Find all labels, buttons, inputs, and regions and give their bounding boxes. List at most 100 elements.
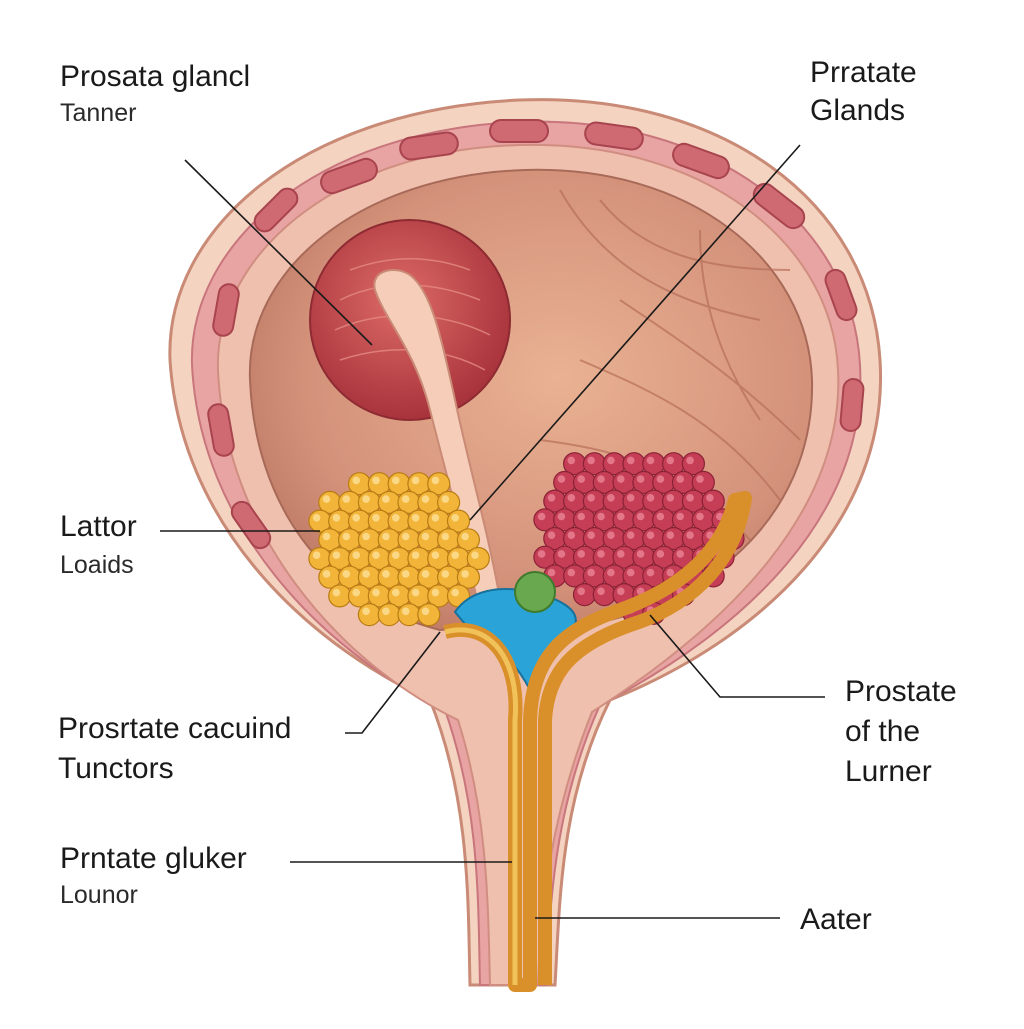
red-cluster [533, 452, 745, 625]
muscle-bundle [207, 403, 235, 457]
cluster-highlight [312, 551, 321, 559]
label-bottom-right: Aater [800, 903, 872, 936]
cluster-highlight [537, 512, 546, 521]
cluster-highlight [617, 550, 625, 558]
cluster-highlight [617, 512, 625, 521]
cluster-highlight [656, 475, 665, 483]
cluster-highlight [646, 456, 655, 465]
cluster-highlight [607, 494, 615, 502]
cluster-highlight [547, 494, 556, 502]
cluster-highlight [686, 531, 694, 539]
cluster-highlight [676, 475, 684, 483]
cluster-highlight [646, 531, 655, 539]
cluster-highlight [372, 588, 380, 597]
muscle-bundles [207, 119, 865, 550]
cluster-highlight [626, 456, 635, 465]
green-nodule [514, 571, 556, 613]
cluster-highlight [547, 531, 556, 539]
cluster-highlight [322, 532, 331, 541]
cluster-lobule [572, 582, 597, 607]
label-top-right-line1: Prratate [810, 56, 917, 89]
cluster-highlight [352, 514, 361, 522]
cluster-highlight [322, 495, 331, 503]
muscle-bundle [489, 119, 549, 143]
cluster-lobule [328, 584, 352, 608]
label-right-line3: Lurner [845, 755, 932, 788]
cluster-highlight [626, 494, 635, 502]
label-mid-left-line2: Loaids [60, 551, 134, 579]
cluster-highlight [362, 607, 370, 616]
cluster-highlight [587, 568, 595, 577]
cluster-highlight [577, 550, 585, 558]
cluster-lobule [377, 602, 401, 627]
cluster-highlight [411, 514, 420, 522]
cluster-highlight [537, 550, 546, 558]
cluster-highlight [607, 456, 615, 465]
cluster-highlight [577, 587, 585, 596]
cluster-highlight [372, 551, 380, 559]
cluster-highlight [352, 588, 361, 597]
cluster-highlight [392, 551, 400, 559]
cluster-highlight [451, 551, 460, 559]
cluster-highlight [686, 456, 694, 465]
cluster-highlight [431, 514, 440, 522]
cluster-highlight [597, 587, 605, 596]
cluster-highlight [441, 532, 450, 541]
cluster-highlight [431, 551, 440, 559]
cluster-highlight [332, 588, 341, 597]
muscle-bundle [584, 121, 644, 151]
cluster-lobule [592, 582, 616, 607]
yellow-cluster [308, 472, 490, 627]
cluster-highlight [587, 531, 595, 539]
cluster-highlight [607, 568, 615, 577]
cluster-highlight [451, 588, 460, 597]
cluster-highlight [626, 568, 635, 577]
cluster-highlight [577, 475, 585, 483]
cluster-highlight [696, 512, 704, 521]
muscle-bundle [672, 142, 730, 180]
cluster-highlight [342, 570, 351, 578]
cluster-highlight [362, 495, 370, 503]
cluster-highlight [567, 531, 576, 539]
cluster-highlight [401, 495, 410, 503]
cluster-highlight [401, 607, 410, 616]
muscle-bundle [212, 283, 240, 337]
cluster-highlight [421, 570, 430, 578]
cluster-highlight [392, 476, 400, 485]
cluster-highlight [597, 550, 605, 558]
cluster-highlight [567, 494, 576, 502]
cluster-highlight [392, 514, 400, 522]
cluster-highlight [646, 494, 655, 502]
label-top-left-sub: Tanner [60, 99, 137, 127]
cluster-highlight [557, 512, 566, 521]
cluster-highlight [441, 570, 450, 578]
cluster-highlight [411, 551, 420, 559]
cluster-highlight [421, 607, 430, 616]
muscle-bundle [839, 378, 865, 432]
label-lower-left-line2: Tunctors [58, 752, 174, 785]
cluster-highlight [451, 514, 460, 522]
leader-lines [160, 144, 825, 919]
label-right-line1: Prostate [845, 675, 957, 708]
cluster-highlight [676, 550, 684, 558]
cluster-highlight [577, 512, 585, 521]
cluster-highlight [362, 532, 370, 541]
cluster-highlight [567, 568, 576, 577]
cluster-highlight [352, 551, 361, 559]
cluster-highlight [431, 588, 440, 597]
cluster-highlight [597, 475, 605, 483]
cluster-highlight [626, 531, 635, 539]
cluster-highlight [471, 551, 479, 559]
cluster-highlight [421, 495, 430, 503]
muscle-bundle [253, 187, 299, 233]
cluster-lobule [397, 602, 421, 627]
label-right-line2: of the [845, 715, 921, 748]
cluster-highlight [382, 607, 390, 616]
cluster-highlight [421, 532, 430, 541]
label-bottom-left-sub: Lounor [60, 881, 138, 909]
cluster-highlight [362, 570, 370, 578]
cluster-highlight [706, 494, 714, 502]
cluster-highlight [382, 495, 390, 503]
cluster-highlight [686, 494, 694, 502]
